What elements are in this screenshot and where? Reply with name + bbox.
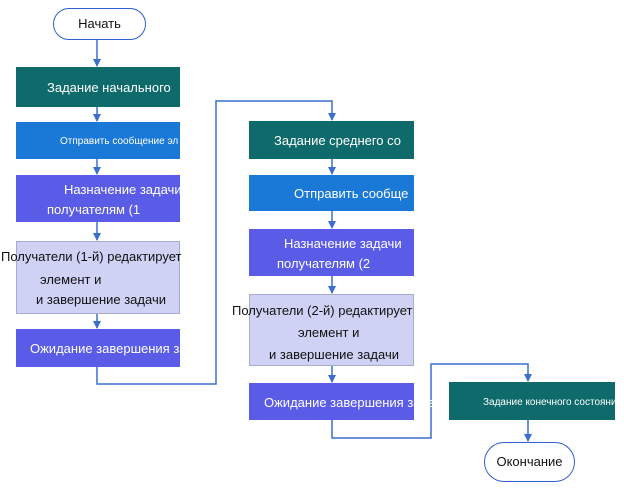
- connector-wait2-to-final: [331, 363, 532, 439]
- recipients-edit-step-1: Получатели (1-й) редактирует элемент и и…: [1, 241, 181, 314]
- final-state-task: Задание конечного состояния: [449, 382, 615, 420]
- assign-task-2-line1: Назначение задачи: [284, 236, 402, 251]
- send-message-1-label: Отправить сообщение эл: [60, 136, 179, 147]
- end-label: Окончание: [496, 454, 563, 469]
- middle-state-task: Задание среднего со: [249, 121, 414, 159]
- send-message-2-label: Отправить сообще: [294, 186, 409, 201]
- initial-state-task: Задание начального: [16, 67, 180, 107]
- wait-completion-step-1: Ожидание завершения задачи: [16, 329, 215, 367]
- start-terminal: Начать: [53, 8, 146, 40]
- wait-1-label: Ожидание завершения задачи: [30, 341, 216, 356]
- middle-state-task-label: Задание среднего со: [274, 133, 402, 148]
- recipients-edit-2-line2: элемент и: [298, 325, 360, 340]
- assign-task-1-line1: Назначение задачи: [64, 182, 180, 197]
- assign-task-step-1: Назначение задачи получателям (1: [16, 175, 180, 222]
- recipients-edit-2-line3: и завершение задачи: [269, 347, 399, 362]
- recipients-edit-1-line2: элемент и: [40, 272, 102, 287]
- start-label: Начать: [78, 16, 121, 31]
- wait-2-label: Ожидание завершения задачи: [264, 395, 450, 410]
- end-terminal: Окончание: [484, 442, 575, 482]
- assign-task-2-line2: получателям (2: [277, 256, 371, 271]
- assign-task-1-line2: получателям (1: [47, 202, 141, 217]
- assign-task-step-2: Назначение задачи получателям (2: [249, 229, 414, 276]
- connector-wait1-to-middle: [96, 100, 336, 385]
- send-message-step-1: Отправить сообщение эл: [16, 122, 180, 159]
- recipients-edit-step-2: Получатели (2-й) редактирует элемент и и…: [232, 294, 414, 366]
- send-message-step-2: Отправить сообще: [249, 175, 414, 211]
- initial-state-task-label: Задание начального: [47, 80, 171, 95]
- recipients-edit-1-line3: и завершение задачи: [36, 292, 166, 307]
- final-state-task-label: Задание конечного состояния: [483, 397, 615, 408]
- wait-completion-step-2: Ожидание завершения задачи: [249, 383, 449, 420]
- recipients-edit-1-line1: Получатели (1-й) редактирует: [1, 249, 182, 264]
- recipients-edit-2-line1: Получатели (2-й) редактирует: [232, 303, 413, 318]
